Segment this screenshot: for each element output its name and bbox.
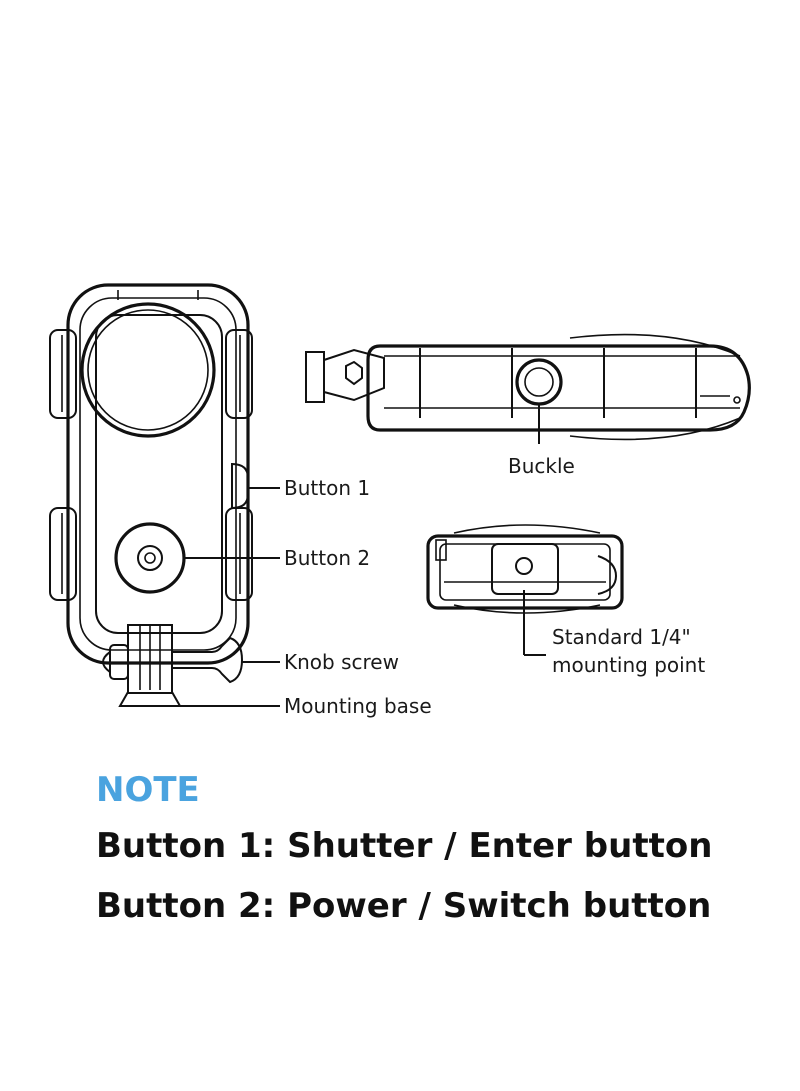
button-2-shape [114,522,186,594]
mount-shape [102,624,244,707]
mounting-point-shape [515,557,533,575]
label-buckle: Buckle [508,454,575,478]
note-line-button-1: Button 1: Shutter / Enter button [96,826,713,866]
buckle-shape [515,358,563,406]
bottom-view-case [426,524,624,656]
label-knob-screw: Knob screw [284,650,399,674]
button-1-shape [231,462,249,510]
label-button-1: Button 1 [284,476,370,500]
label-standard-line-1: Standard 1/4" [552,625,691,649]
label-mounting-base: Mounting base [284,694,432,718]
front-view-case [49,283,280,707]
lens [80,302,216,438]
side-view-case [305,333,751,444]
case-diagram: Button 1 Button 2 Knob screw Mounting ba… [49,283,751,718]
note-title: NOTE [96,770,200,810]
note-line-button-2: Button 2: Power / Switch button [96,886,712,926]
label-button-2: Button 2 [284,546,370,570]
label-standard-line-2: mounting point [552,653,705,677]
